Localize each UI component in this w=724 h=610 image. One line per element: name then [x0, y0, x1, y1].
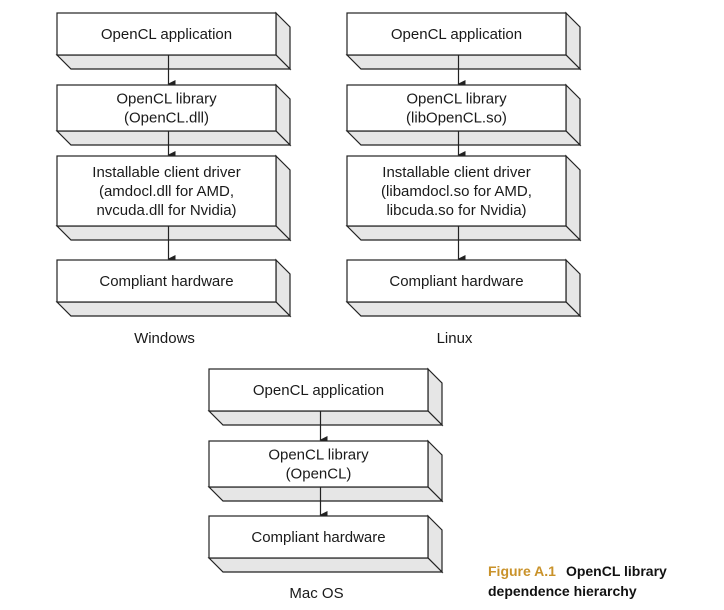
layer-box: OpenCL application [345, 11, 582, 71]
layer-label-line: OpenCL application [253, 382, 384, 399]
box-bottom-face [55, 130, 292, 146]
layer-box: Installable client driver (amdocl.dll for… [55, 154, 292, 242]
layer-label-line: (libOpenCL.so) [406, 110, 507, 127]
layer-label-line: libcuda.so for Nvidia) [386, 202, 526, 219]
layer-box: OpenCL library (OpenCL.dll) [55, 83, 292, 147]
layer-label-line: (OpenCL) [286, 466, 352, 483]
layer-label-line: (amdocl.dll for AMD, [99, 183, 234, 200]
box-front-face [56, 84, 277, 132]
layer-box: OpenCL library (OpenCL) [207, 439, 444, 503]
layer-box: Compliant hardware [207, 514, 444, 574]
box-bottom-face [55, 54, 292, 70]
layer-box: Compliant hardware [345, 258, 582, 318]
box-bottom-face [55, 225, 292, 241]
box-front-face [346, 84, 567, 132]
box-front-face [56, 259, 277, 303]
layer-label-line: OpenCL application [391, 26, 522, 43]
box-front-face [56, 12, 277, 56]
figure-number: Figure A.1 [488, 563, 556, 579]
box-front-face [346, 155, 567, 227]
box-bottom-face [207, 557, 444, 573]
layer-label-line: nvcuda.dll for Nvidia) [96, 202, 236, 219]
layer-label-line: Compliant hardware [99, 273, 233, 290]
box-front-face [208, 515, 429, 559]
box-bottom-face [345, 54, 582, 70]
layer-label-line: Installable client driver [382, 164, 530, 181]
layer-label-line: OpenCL library [406, 91, 507, 108]
layer-box: OpenCL library (libOpenCL.so) [345, 83, 582, 147]
box-bottom-face [345, 130, 582, 146]
box-front-face [346, 12, 567, 56]
box-bottom-face [207, 486, 444, 502]
layer-box: Compliant hardware [55, 258, 292, 318]
box-front-face [56, 155, 277, 227]
figure-caption-text: OpenCL library dependence hierarchy [488, 563, 667, 599]
layer-label-line: OpenCL library [116, 91, 217, 108]
layer-box: OpenCL application [207, 367, 444, 427]
box-bottom-face [345, 225, 582, 241]
box-front-face [208, 440, 429, 488]
layer-label-line: (OpenCL.dll) [124, 110, 209, 127]
box-front-face [208, 368, 429, 412]
layer-label-line: Compliant hardware [389, 273, 523, 290]
layer-box: Installable client driver (libamdocl.so f… [345, 154, 582, 242]
box-bottom-face [207, 410, 444, 426]
layer-label-line: Compliant hardware [251, 529, 385, 546]
layer-label-line: Installable client driver [92, 164, 240, 181]
layer-label-line: OpenCL library [268, 447, 369, 464]
layer-label-line: (libamdocl.so for AMD, [381, 183, 532, 200]
os-label-linux: Linux [437, 330, 473, 347]
os-label-mac-os: Mac OS [289, 585, 343, 602]
layer-label-line: OpenCL application [101, 26, 232, 43]
box-bottom-face [345, 301, 582, 317]
box-bottom-face [55, 301, 292, 317]
box-front-face [346, 259, 567, 303]
layer-box: OpenCL application [55, 11, 292, 71]
os-label-windows: Windows [134, 330, 195, 347]
